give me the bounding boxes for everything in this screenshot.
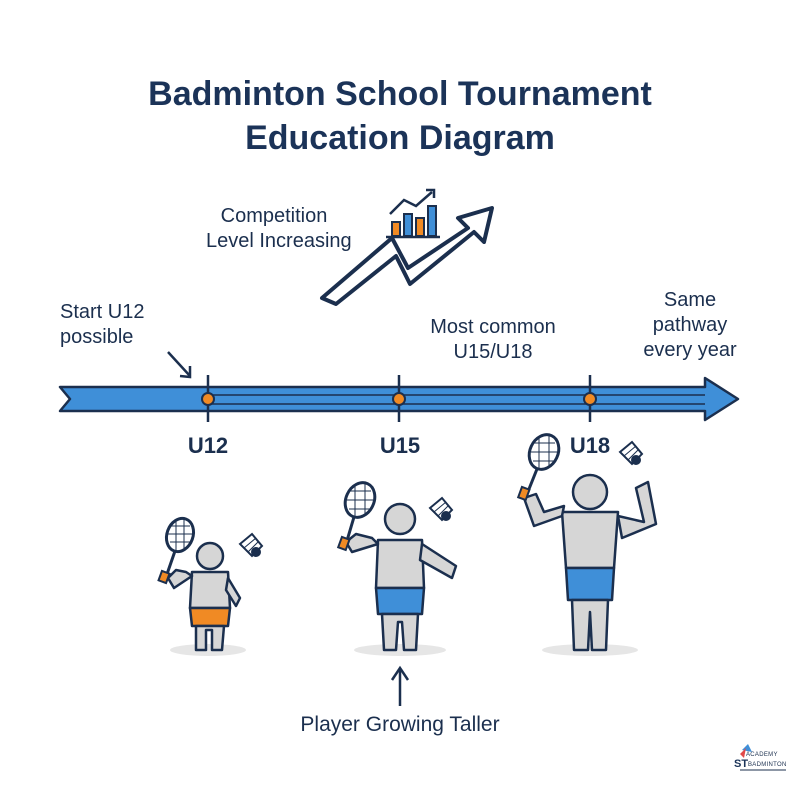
up-arrow-icon (390, 665, 410, 706)
shadow-teen (354, 644, 446, 656)
bar-chart-icon (386, 188, 440, 239)
tick-u12 (201, 375, 215, 422)
tick-label-u12: U12 (187, 433, 229, 458)
common-label: Most common U15/U18 (408, 315, 578, 365)
logo-mark-text: ST (734, 758, 749, 770)
badminton-racket-icon (157, 516, 196, 585)
adult-player (522, 473, 658, 652)
shadow-adult (542, 644, 638, 656)
shuttlecock-icon (428, 496, 454, 522)
growth-label: Player Growing Taller (300, 713, 500, 736)
teen-player (344, 502, 458, 652)
competition-label-line-1: Competition (220, 205, 328, 227)
logo-top-text: ACADEMY (746, 752, 778, 758)
child-player (166, 541, 242, 652)
pointer-arrow-icon (167, 351, 192, 379)
tick-label-u15: U15 (379, 433, 421, 458)
tick-u18 (583, 375, 597, 422)
competition-label: Competition Level Increasing (206, 204, 352, 254)
same-label-line-3: every year (643, 339, 737, 361)
logo-bottom-text: BADMINTON (748, 762, 787, 768)
badminton-racket-icon (516, 433, 561, 502)
same-label-line-1: Same (663, 289, 717, 311)
shadow-child (170, 644, 246, 656)
start-label-line-2: possible (60, 326, 134, 348)
diagram-title: Badminton School Tournament Education Di… (0, 72, 800, 160)
competition-label-line-2: Level Increasing (206, 230, 352, 252)
tick-label-u18: U18 (569, 433, 611, 458)
same-label-line-2: pathway (652, 314, 728, 336)
shuttlecock-icon (618, 440, 644, 466)
same-pathway-label: Same pathway every year (620, 288, 760, 363)
start-label: Start U12 possible (60, 300, 170, 350)
trend-arrow-icon (320, 206, 494, 306)
common-label-line-1: Most common (430, 316, 556, 338)
title-line-2: Education Diagram (245, 119, 555, 157)
logo-mark-icon (740, 744, 786, 771)
badminton-racket-icon (336, 481, 377, 552)
shuttlecock-icon (238, 532, 264, 558)
title-line-1: Badminton School Tournament (148, 75, 652, 113)
common-label-line-2: U15/U18 (453, 341, 533, 363)
tick-u15 (392, 375, 406, 422)
start-label-line-1: Start U12 (60, 301, 145, 323)
